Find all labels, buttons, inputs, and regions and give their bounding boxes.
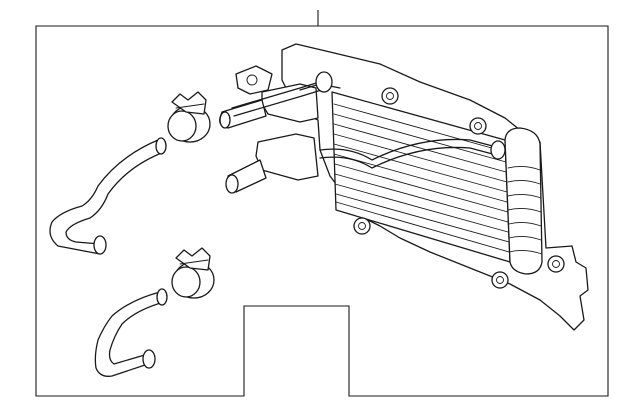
oil-cooler-assembly [219, 43, 589, 331]
tube-nut [490, 140, 506, 160]
bracket-tab [235, 65, 273, 95]
lower-fitting [255, 133, 319, 181]
bracket-tab-hole [246, 74, 258, 86]
cooler-tube-long [319, 138, 501, 161]
lower-hose [94, 288, 168, 377]
lower-nipple-end [225, 174, 239, 194]
lower-hose-end [142, 349, 156, 369]
upper-clamp [167, 91, 211, 143]
upper-nipple-end [219, 111, 231, 129]
lower-clamp [171, 247, 215, 299]
cooler-tube-long-inner [319, 146, 501, 169]
upper-hose-start [155, 137, 167, 155]
end-tank-coils [507, 165, 543, 255]
mounting-bolt-5 [547, 255, 565, 273]
diagram-frame [35, 25, 609, 397]
upper-hose [49, 137, 167, 255]
mounting-bolt-1 [381, 87, 399, 105]
lower-hose-start [156, 288, 168, 306]
upper-hose-end [93, 235, 107, 255]
mounting-bolt-3 [353, 217, 371, 235]
cooler-fins [333, 103, 510, 253]
mounting-bolt-4 [491, 271, 509, 289]
top-tube-nut [315, 71, 333, 93]
upper-fitting [261, 83, 319, 123]
mounting-bolt-2 [469, 117, 487, 135]
